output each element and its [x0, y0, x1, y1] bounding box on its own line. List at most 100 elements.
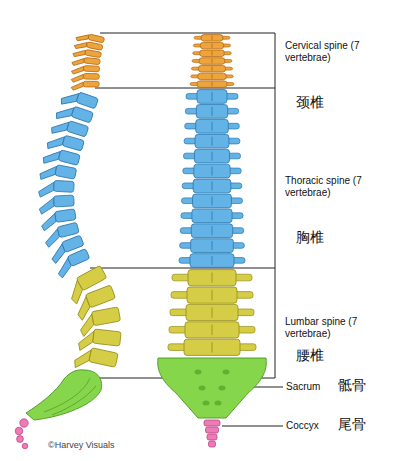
vertebra-lateral: [71, 81, 99, 90]
spinous-process: [50, 118, 69, 138]
vertebral-body: [187, 287, 237, 303]
vertebral-body: [184, 339, 240, 355]
vertebra-front: [191, 73, 234, 80]
lateral-section: [38, 87, 98, 279]
spinous-process: [71, 82, 83, 90]
spinous-mark: [212, 43, 213, 48]
vertebra-front: [181, 209, 243, 223]
lateral-section: [71, 31, 105, 90]
spinous-process: [55, 103, 74, 123]
vertebral-body: [66, 121, 88, 137]
vertebral-body: [201, 35, 223, 42]
bracket-line: [95, 88, 275, 89]
vertebra-front: [182, 194, 243, 208]
copyright-note: ©Harvey Visuals: [48, 440, 168, 450]
vertebra-front: [185, 119, 240, 133]
vertebral-body: [61, 235, 84, 252]
spinous-process: [38, 181, 54, 198]
spinous-process: [72, 57, 85, 66]
vertebral-body: [83, 81, 99, 87]
spinous-mark: [212, 196, 213, 205]
sacral-foramen: [215, 401, 222, 406]
vertebra-front: [192, 58, 232, 65]
vertebral-body: [196, 119, 229, 133]
spinous-mark: [212, 51, 213, 56]
spinous-mark: [212, 66, 213, 71]
lateral-section: [64, 265, 122, 375]
vertebral-body: [194, 164, 230, 178]
vertebra-front: [186, 90, 238, 104]
spinous-process: [42, 147, 61, 166]
bone-label-cn: 骶骨: [338, 377, 398, 393]
vertebra-front: [172, 270, 252, 286]
coccyx-segment: [17, 436, 24, 443]
spinous-process: [40, 213, 57, 231]
spinous-process: [75, 32, 88, 43]
spinous-mark: [212, 107, 213, 116]
sacrum-front: [158, 358, 267, 418]
spinous-mark: [212, 307, 213, 317]
bone-label: Sacrum: [286, 381, 336, 393]
vertebral-body: [200, 42, 223, 49]
spinous-process: [46, 133, 65, 152]
sacral-foramen: [199, 386, 206, 391]
coccyx-segment: [22, 443, 28, 449]
spinous-mark: [212, 256, 213, 265]
leader-line: [222, 426, 283, 427]
vertebral-body: [191, 224, 232, 238]
vertebral-body: [57, 222, 79, 237]
lumbar-front: [168, 270, 256, 356]
front-view: [158, 35, 267, 447]
spinous-process: [39, 198, 55, 215]
spinous-mark: [212, 325, 213, 335]
vertebra-front: [180, 239, 245, 253]
vertebral-body: [192, 209, 232, 223]
region-label: Lumbar spine (7 vertebrae): [285, 316, 369, 339]
vertebra-front: [169, 322, 255, 338]
spinous-mark: [212, 36, 213, 41]
lateral-view: [15, 31, 122, 448]
bracket-line: [275, 33, 276, 378]
region-label: Thoracic spine (7 vertebrae): [285, 175, 369, 198]
spinous-process: [71, 74, 83, 82]
vertebra-front: [171, 287, 253, 303]
transverse-process: [191, 75, 234, 78]
spinous-mark: [212, 137, 213, 146]
vertebral-body: [93, 329, 121, 346]
region-label: Cervical spine (7 vertebrae): [285, 40, 369, 63]
transverse-process: [193, 52, 232, 55]
spinous-mark: [212, 181, 213, 190]
vertebra-front: [193, 50, 232, 57]
sacrum-lateral: [26, 370, 102, 420]
thoracic-front: [179, 90, 245, 268]
spinous-process: [39, 163, 57, 181]
vertebra-front: [183, 164, 241, 178]
vertebra-front: [193, 42, 230, 49]
vertebral-body: [55, 165, 77, 179]
vertebra-front: [170, 304, 254, 320]
coccyx-segment: [207, 434, 217, 440]
spinous-mark: [212, 226, 213, 235]
vertebral-body: [88, 34, 105, 43]
sacral-foramen: [203, 401, 210, 406]
coccyx-segment: [15, 427, 23, 435]
spinous-mark: [212, 211, 213, 220]
vertebral-body: [190, 254, 234, 268]
cervical-front: [190, 35, 234, 88]
vertebral-body: [199, 58, 225, 65]
region-label-cn: 颈椎: [296, 94, 356, 110]
vertebral-body: [86, 42, 103, 51]
vertebral-body: [76, 265, 107, 290]
vertebral-body: [198, 65, 225, 72]
vertebral-body: [58, 150, 80, 166]
spinous-mark: [212, 82, 213, 87]
vertebral-body: [194, 149, 229, 163]
vertebra-front: [184, 134, 240, 148]
bracket-line: [90, 268, 275, 269]
bone-label-cn: 尾骨: [338, 416, 398, 432]
spinous-process: [60, 89, 79, 109]
vertebral-body: [197, 90, 227, 104]
vertebra-front: [191, 65, 232, 72]
